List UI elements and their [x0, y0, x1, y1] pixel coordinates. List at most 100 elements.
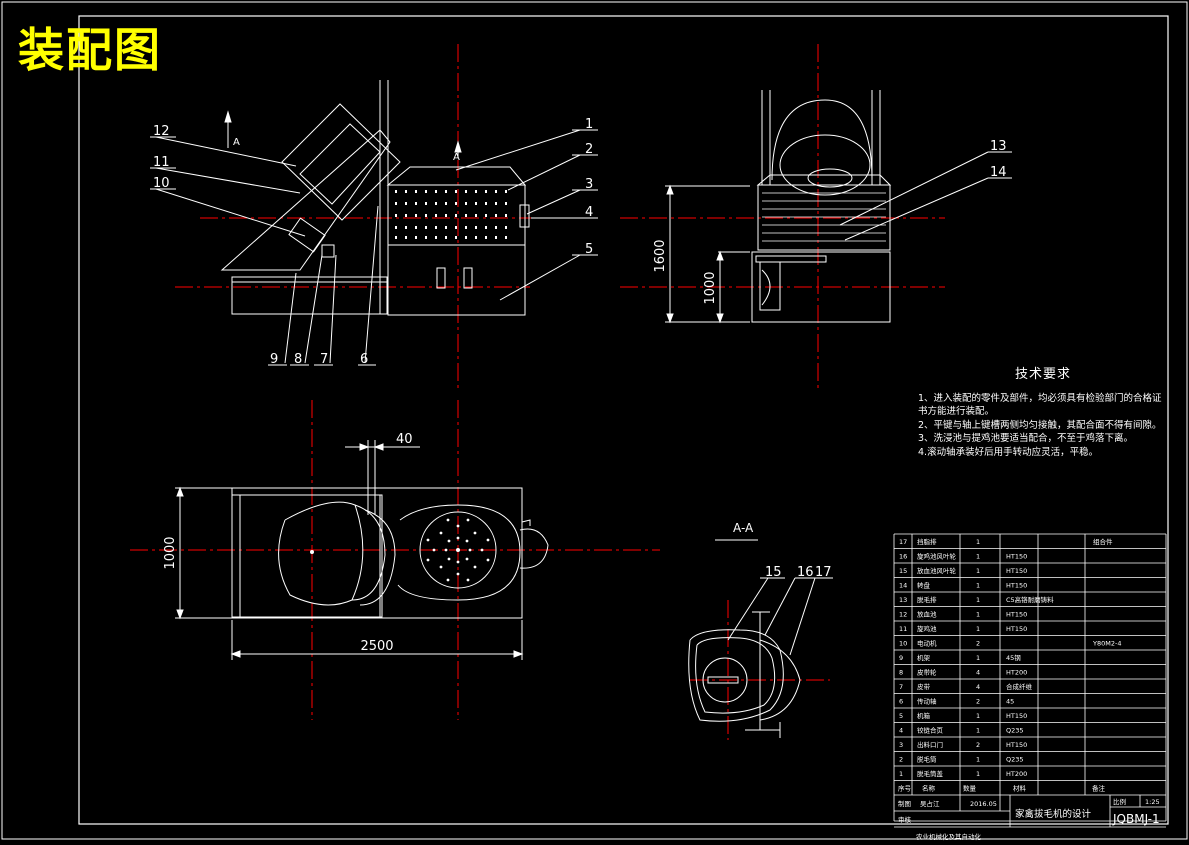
table-row: 机架 [917, 653, 931, 662]
table-header: 数量 [963, 784, 977, 793]
table-row: 1 [976, 538, 980, 546]
tech-requirement-1: 1、进入装配的零件及部件，均必须具有检验部门的合格证书方能进行装配。 [918, 392, 1162, 418]
tech-requirement-2: 2、平键与轴上键槽两侧均匀接触，其配合面不得有间隙。 [918, 419, 1162, 431]
table-row: 转盘 [917, 581, 931, 590]
table-row: 1 [976, 625, 980, 633]
dim-plan-length: 2500 [360, 639, 393, 654]
tech-requirements-heading: 技术要求 [1014, 367, 1071, 382]
table-row: 17 [899, 538, 907, 546]
title-block-designer: 吴占江 [920, 799, 940, 808]
table-row: 皮带 [917, 682, 931, 691]
table-row: 脱毛排 [917, 595, 937, 604]
table-row: 2 [976, 698, 980, 706]
table-row: 2 [899, 756, 903, 764]
table-row: 电动机 [917, 639, 937, 648]
table-row: 45 [1006, 698, 1014, 706]
table-row: Q235 [1006, 727, 1024, 735]
table-row: 1 [976, 553, 980, 561]
table-row: 4 [976, 669, 980, 677]
title-block-institution: 农业机械化及其自动化 [916, 832, 982, 841]
table-row: 2 [976, 640, 980, 648]
table-header: 材料 [1013, 784, 1027, 793]
table-row: 7 [899, 683, 903, 691]
title-block-scale-label: 比例 [1113, 797, 1126, 806]
callout-15: 15 [765, 565, 782, 580]
table-row: 1 [899, 770, 903, 778]
table-row: 挡脂排 [917, 537, 937, 546]
side-drum-slots [762, 192, 886, 242]
title-block-drawing-no: JQBMJ-1 [1112, 812, 1160, 826]
tech-requirements: 技术要求 1、进入装配的零件及部件，均必须具有检验部门的合格证书方能进行装配。 … [918, 368, 1168, 459]
table-row: 12 [899, 611, 907, 619]
table-row: HT150 [1006, 582, 1027, 590]
table-row: HT150 [1006, 611, 1027, 619]
title-block-design-label: 制图 [898, 799, 911, 808]
tech-requirement-4: 4.滚动轴承装好后用手转动应灵活，平稳。 [918, 446, 1099, 458]
table-row: HT150 [1006, 741, 1027, 749]
plan-view [130, 400, 660, 720]
table-row: C5高铬耐磨铸料 [1006, 595, 1054, 604]
section-mark-a: A [453, 152, 460, 163]
callout-12: 12 [153, 124, 170, 139]
section-mark-a: A [233, 137, 240, 148]
table-row: 皮带轮 [917, 668, 937, 677]
table-row: 3 [899, 741, 903, 749]
table-row: 旋鸡池风叶轮 [917, 552, 957, 561]
plan-drum-holes [426, 518, 490, 582]
table-row: 13 [899, 596, 907, 604]
table-row: 放血池 [917, 610, 937, 619]
callout-9: 9 [270, 352, 278, 367]
title-block-date: 2016.05 [970, 800, 997, 808]
table-row: HT150 [1006, 567, 1027, 575]
table-row: 4 [899, 727, 903, 735]
callout-17: 17 [815, 565, 832, 580]
table-row: 1 [976, 770, 980, 778]
table-row: 1 [976, 582, 980, 590]
table-row: HT200 [1006, 669, 1027, 677]
title-block-review-label: 审核 [898, 815, 912, 824]
callout-5: 5 [585, 242, 593, 257]
dim-gap: 40 [396, 432, 413, 447]
callout-10: 10 [153, 176, 170, 191]
table-row: Q235 [1006, 756, 1024, 764]
table-row: 16 [899, 553, 907, 561]
title-block-scale: 1:25 [1145, 798, 1160, 806]
dim-height-mid: 1000 [703, 271, 718, 304]
callout-2: 2 [585, 142, 593, 157]
section-label: A-A [733, 521, 754, 535]
table-row: 铰链合页 [917, 726, 944, 735]
table-row: 机箱 [917, 711, 931, 720]
table-row: 8 [899, 669, 903, 677]
dim-height-total: 1600 [653, 239, 668, 272]
table-row: HT150 [1006, 625, 1027, 633]
callout-1: 1 [585, 117, 593, 132]
callout-6: 6 [360, 352, 368, 367]
table-row: 6 [899, 698, 903, 706]
table-row: 组合件 [1093, 537, 1113, 546]
table-row: 1 [976, 567, 980, 575]
table-row: 放血池风叶轮 [917, 566, 957, 575]
table-row: Y80M2-4 [1092, 640, 1121, 648]
callout-11: 11 [153, 155, 170, 170]
callout-8: 8 [294, 352, 302, 367]
table-row: 11 [899, 625, 907, 633]
callout-3: 3 [585, 177, 593, 192]
table-row: 1 [976, 712, 980, 720]
table-row: HT200 [1006, 770, 1027, 778]
table-row: 2 [976, 741, 980, 749]
table-header: 名称 [922, 784, 936, 793]
table-row: 5 [899, 712, 903, 720]
inner-frame [78, 15, 1169, 825]
bom-table [893, 533, 1167, 828]
table-row: 旋鸡池 [917, 624, 937, 633]
table-row: 1 [976, 611, 980, 619]
table-row: 14 [899, 582, 907, 590]
table-row: 15 [899, 567, 907, 575]
callout-7: 7 [320, 352, 328, 367]
table-row: HT150 [1006, 553, 1027, 561]
table-row: 10 [899, 640, 907, 648]
table-row: 1 [976, 727, 980, 735]
table-row: 合成纤维 [1006, 682, 1033, 691]
